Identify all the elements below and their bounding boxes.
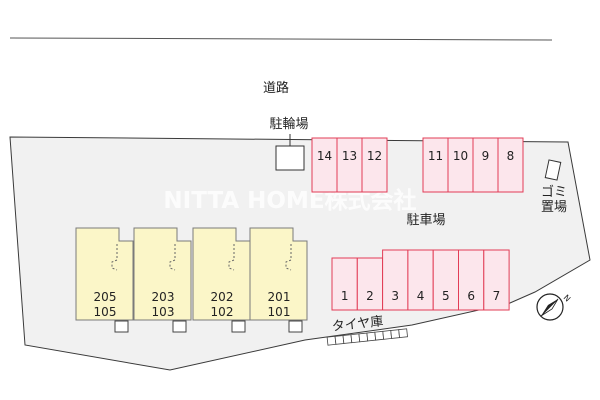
tire-storage-rack [342,334,353,344]
parking-slots-top-right: 11 10 9 8 [422,137,524,193]
parking-slot: 13 [336,137,363,193]
parking-slot-box [336,137,363,193]
unit-upper-number: 201 [268,290,291,304]
unit-upper-number: 202 [211,290,234,304]
parking-slot-number: 6 [467,289,475,303]
parking-slot-number: 11 [428,149,443,163]
bicycle-parking-label: 駐輪場 [269,116,308,132]
bicycle-parking-box [275,145,305,171]
parking-slot-box [331,257,358,311]
parking-slots-top-left: 14 13 12 [311,137,388,193]
garbage-bin-box [544,159,562,181]
garbage-label-1: ゴミ [541,184,567,200]
parking-slot-box [361,137,388,193]
parking-slot: 1 [331,257,358,311]
parking-slot-box [422,137,449,193]
parking-slot: 2 [356,257,384,311]
parking-slot-box [447,137,474,193]
parking-slot-box [472,137,499,193]
tire-storage-rack [334,335,345,345]
building-unit-entrance [172,320,187,333]
parking-slot: 6 [458,249,485,311]
road-line [9,37,553,41]
building-unit-outline [133,227,192,321]
parking-slot-number: 12 [367,149,382,163]
parking-slot-number: 7 [493,289,501,303]
parking-slot-box [311,137,338,193]
unit-lower-number: 101 [268,305,291,319]
parking-slot-number: 10 [453,149,468,163]
north-compass-icon: N [536,293,573,321]
tire-storage-rack [374,330,385,341]
tire-storage-rack [382,330,393,340]
parking-slots-bottom: 1 2 3 4 5 6 7 [331,249,510,311]
parking-slot: 3 [382,249,409,311]
building-unit-entrance [288,320,303,333]
parking-slot-number: 13 [342,149,357,163]
building-unit-outline [75,227,134,321]
building-unit-outline [249,227,308,321]
parking-slot-number: 4 [417,289,425,303]
unit-upper-number: 205 [94,290,117,304]
building-unit-entrance [231,320,246,333]
unit-lower-number: 103 [152,305,175,319]
parking-slot: 5 [432,249,460,311]
tire-storage-rack [398,328,408,339]
parking-slot-number: 5 [442,289,450,303]
parking-slot: 11 [422,137,449,193]
parking-slot-number: 14 [317,149,332,163]
unit-upper-number: 203 [152,290,175,304]
parking-slot-number: 3 [391,289,399,303]
building-unit-stair-line [285,244,292,271]
parking-slot-number: 1 [341,289,349,303]
unit-lower-number: 105 [94,305,117,319]
parking-slot: 14 [311,137,338,193]
parking-slot: 7 [483,249,510,311]
building-unit-stair-line [228,244,235,271]
building-unit-stair-line [111,244,118,271]
tire-storage-rack [366,331,377,342]
tire-storage-rack [350,333,361,344]
parking-slot-number: 9 [482,149,490,163]
building-unit-stair-line [169,244,176,271]
parking-slot-box [497,137,524,193]
building-unit-entrance [114,320,129,333]
road-label: 道路 [263,80,289,96]
parking-slot: 12 [361,137,388,193]
tire-storage-rack [358,332,369,343]
car-parking-label: 駐車場 [406,213,445,228]
unit-lower-number: 102 [211,305,234,319]
parking-slot: 9 [472,137,499,193]
tire-storage-rack [326,335,337,346]
tire-storage-racks [326,328,408,346]
parking-slot: 10 [447,137,474,193]
parking-slot-number: 2 [366,289,374,303]
parking-slot-box [483,249,510,311]
parking-slot: 4 [407,249,434,311]
tire-storage-rack [390,329,400,339]
svg-text:N: N [562,293,573,304]
parking-slot: 8 [497,137,524,193]
tire-storage-label: タイヤ庫 [331,314,384,334]
parking-slot-number: 8 [507,149,515,163]
garbage-label-2: 置場 [541,200,567,215]
